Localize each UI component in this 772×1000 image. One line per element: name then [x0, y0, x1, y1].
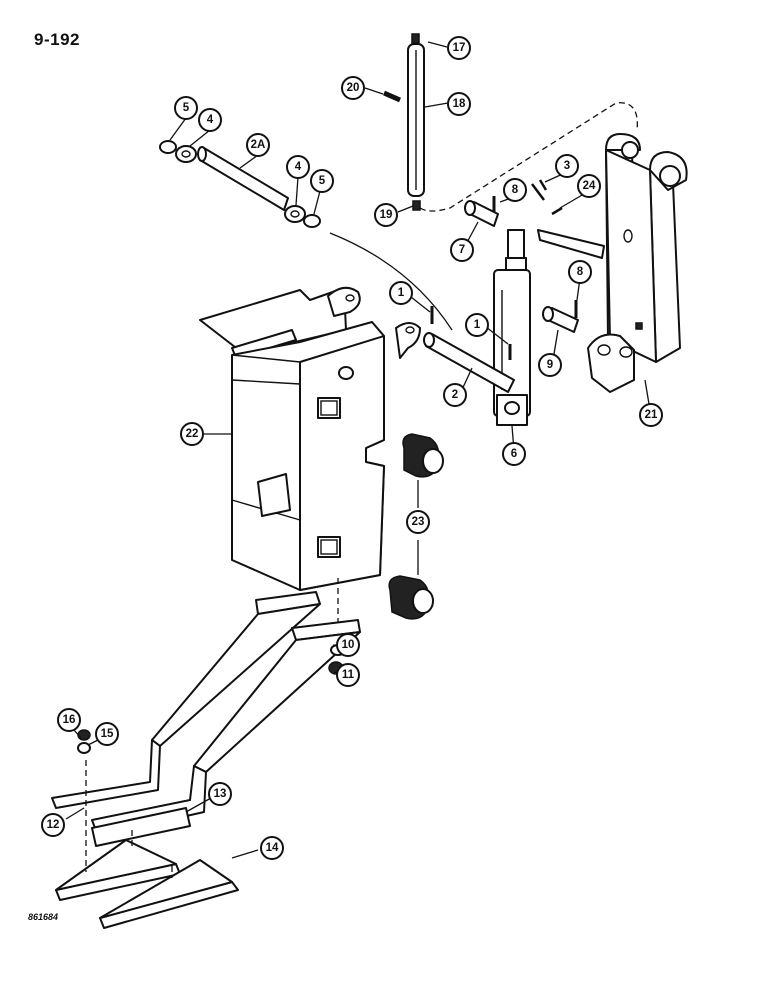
callout-5a: 5	[174, 96, 198, 120]
callout-2a: 2A	[246, 133, 270, 157]
svg-text:1: 1	[398, 287, 405, 299]
callout-11: 11	[336, 663, 360, 687]
svg-text:19: 19	[380, 209, 393, 221]
callout-1a: 1	[389, 281, 413, 305]
callout-18: 18	[447, 92, 471, 116]
svg-text:9: 9	[547, 359, 553, 371]
pin-18	[382, 33, 425, 211]
svg-text:6: 6	[511, 448, 517, 460]
svg-text:2: 2	[452, 389, 458, 401]
callout-21: 21	[639, 403, 663, 427]
callout-4a: 4	[198, 108, 222, 132]
frame-22	[199, 286, 421, 591]
svg-text:13: 13	[214, 788, 227, 800]
callout-14: 14	[260, 836, 284, 860]
pins-7-9	[430, 179, 579, 360]
svg-text:21: 21	[645, 409, 658, 421]
svg-text:11: 11	[342, 669, 355, 681]
cylinder-6	[493, 229, 531, 426]
callout-15: 15	[95, 722, 119, 746]
callout-19: 19	[374, 203, 398, 227]
callout-8a: 8	[503, 178, 527, 202]
pin-2a-assembly	[159, 140, 321, 228]
callout-4b: 4	[286, 155, 310, 179]
callout-17: 17	[447, 36, 471, 60]
page-number: 9-192	[34, 30, 80, 49]
svg-text:16: 16	[63, 714, 76, 726]
svg-text:18: 18	[453, 98, 466, 110]
callout-12: 12	[41, 813, 65, 837]
upright-21	[537, 133, 688, 393]
svg-text:12: 12	[47, 819, 60, 831]
callout-6: 6	[502, 442, 526, 466]
svg-text:22: 22	[186, 428, 199, 440]
callout-23: 23	[406, 510, 430, 534]
lower-brackets	[51, 591, 361, 929]
svg-text:2A: 2A	[251, 139, 266, 151]
callout-5b: 5	[310, 169, 334, 193]
callout-1b: 1	[465, 313, 489, 337]
callout-2: 2	[443, 383, 467, 407]
callout-8b: 8	[568, 260, 592, 284]
svg-text:4: 4	[295, 161, 302, 173]
figure-code: 861684	[28, 912, 59, 922]
svg-text:14: 14	[266, 842, 279, 854]
svg-text:15: 15	[101, 728, 114, 740]
svg-text:24: 24	[583, 180, 596, 192]
callout-9: 9	[538, 353, 562, 377]
svg-text:7: 7	[459, 244, 465, 256]
svg-text:23: 23	[412, 516, 425, 528]
svg-text:10: 10	[342, 639, 355, 651]
callout-24: 24	[577, 174, 601, 198]
svg-text:17: 17	[453, 42, 466, 54]
svg-text:1: 1	[474, 319, 481, 331]
bushings-23	[388, 433, 444, 620]
callout-10: 10	[336, 633, 360, 657]
svg-text:5: 5	[319, 175, 326, 187]
svg-text:20: 20	[347, 82, 360, 94]
callout-22: 22	[180, 422, 204, 446]
svg-text:8: 8	[512, 184, 519, 196]
callout-7: 7	[450, 238, 474, 262]
callout-13: 13	[208, 782, 232, 806]
callout-20: 20	[341, 76, 365, 100]
pin-2	[423, 332, 515, 393]
callout-16: 16	[57, 708, 81, 732]
svg-text:8: 8	[577, 266, 584, 278]
svg-text:3: 3	[564, 160, 570, 172]
svg-text:5: 5	[183, 102, 190, 114]
callout-3: 3	[555, 154, 579, 178]
svg-text:4: 4	[207, 114, 214, 126]
